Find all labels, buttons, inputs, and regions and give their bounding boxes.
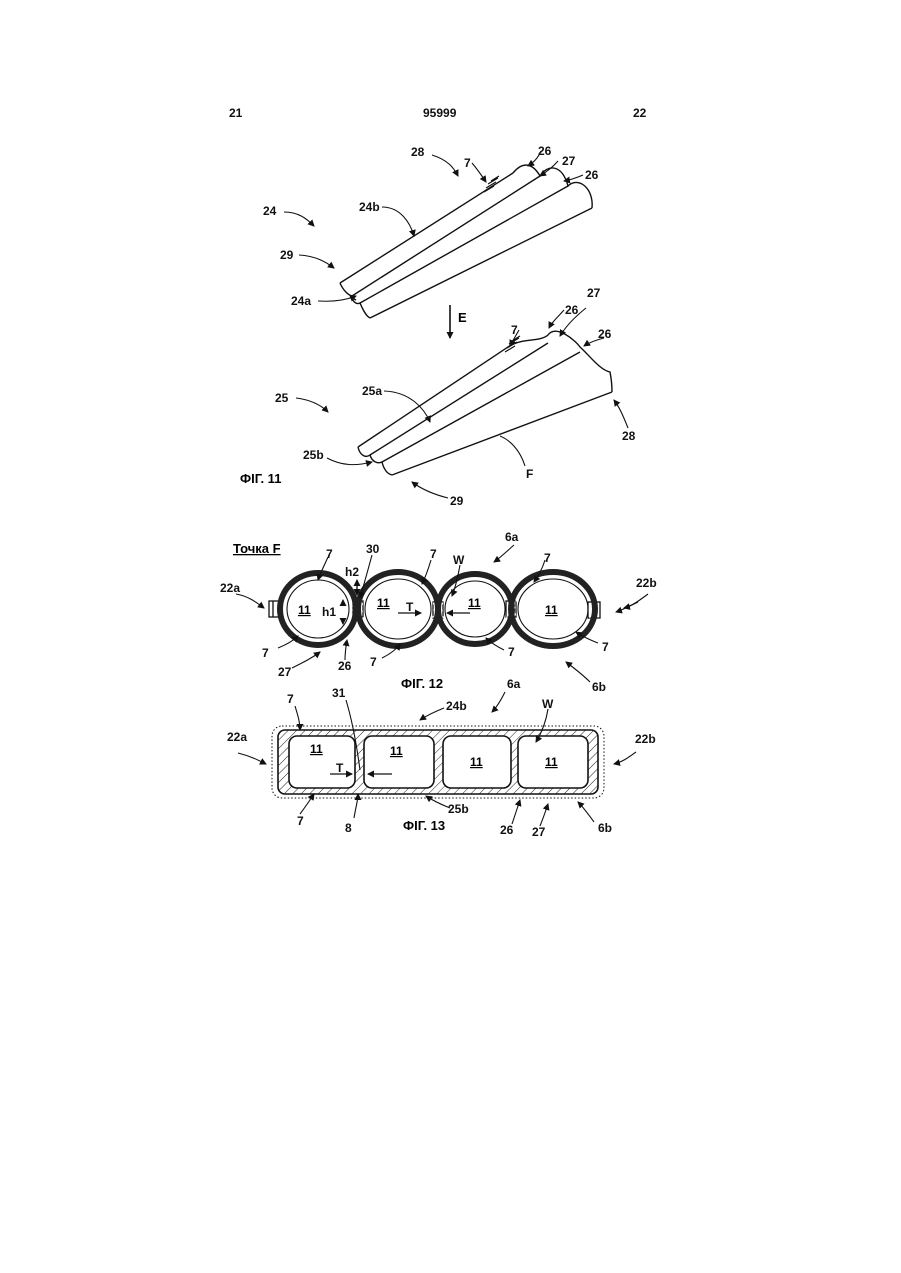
fig12-label-7-a: 7 <box>326 547 333 561</box>
fig12-cell-label-4: 11 <box>545 603 558 617</box>
fig13-label-W: W <box>542 697 554 711</box>
fig11-label-28-bottom: 28 <box>622 429 636 443</box>
fig11-label-29-bottom: 29 <box>450 494 464 508</box>
fig13-label-6b: 6b <box>598 821 612 835</box>
fig12-label-7-f: 7 <box>370 655 377 669</box>
fig12-cell-label-2: 11 <box>377 596 390 610</box>
fig12-label-26: 26 <box>338 659 352 673</box>
fig13-label-8: 8 <box>345 821 352 835</box>
fig13-label-26: 26 <box>500 823 514 837</box>
fig13-label-7-bottom: 7 <box>297 814 304 828</box>
fig13-label-25b: 25b <box>448 802 469 816</box>
fig11-label-27-top: 27 <box>562 154 576 168</box>
fig12-label-h2: h2 <box>345 565 359 579</box>
fig11-leaders <box>284 151 628 498</box>
fig13-label-24b: 24b <box>446 699 467 713</box>
fig13-label-22a: 22a <box>227 730 247 744</box>
fig12-label-W: W <box>453 553 465 567</box>
fig11-label-26-bottom-b: 26 <box>598 327 612 341</box>
fig11-label-24: 24 <box>263 204 277 218</box>
fig11-label-7-bottom: 7 <box>511 323 518 337</box>
fig13-label-7-top: 7 <box>287 692 294 706</box>
fig12-label-22a: 22a <box>220 581 240 595</box>
fig11-caption: ФIГ. 11 <box>240 471 281 486</box>
fig13-cell-label-2: 11 <box>390 744 403 758</box>
fig12-label-6b: 6b <box>592 680 606 694</box>
fig12-label-30: 30 <box>366 542 380 556</box>
fig12-cell-1 <box>280 573 356 645</box>
fig11-label-28-top: 28 <box>411 145 425 159</box>
figure-13: 11 11 11 11 <box>227 677 656 839</box>
fig11-label-25: 25 <box>275 391 289 405</box>
fig11-label-26-top-a: 26 <box>538 144 552 158</box>
fig13-label-31: 31 <box>332 686 346 700</box>
fig11-bottom-sheet <box>358 331 612 475</box>
fig11-label-25b: 25b <box>303 448 324 462</box>
fig11-arrow-label: E <box>458 310 467 325</box>
fig13-cell-label-1: 11 <box>310 742 323 756</box>
fig12-label-7-d: 7 <box>602 640 609 654</box>
fig12-label-6a: 6a <box>505 530 519 544</box>
figure-12: Точка F <box>220 530 657 694</box>
fig13-caption: ФIГ. 13 <box>403 818 445 833</box>
fig12-label-22b: 22b <box>636 576 657 590</box>
fig11-label-24a: 24a <box>291 294 311 308</box>
fig13-label-6a: 6a <box>507 677 521 691</box>
fig11-label-F: F <box>526 467 533 481</box>
fig13-label-27: 27 <box>532 825 546 839</box>
fig11-label-26-bottom-a: 26 <box>565 303 579 317</box>
fig12-view-label: Точка F <box>233 541 281 556</box>
fig12-label-T: T <box>406 600 414 614</box>
fig11-label-27-bottom: 27 <box>587 286 601 300</box>
fig13-label-T: T <box>336 761 344 775</box>
fig12-cell-2 <box>358 572 438 646</box>
fig12-cell-label-1: 11 <box>298 603 311 617</box>
fig12-caption: ФIГ. 12 <box>401 676 443 691</box>
fig11-label-7-top: 7 <box>464 156 471 170</box>
fig12-label-7-g: 7 <box>508 645 515 659</box>
fig12-label-7-b: 7 <box>430 547 437 561</box>
fig11-label-29-top: 29 <box>280 248 294 262</box>
fig13-label-22b: 22b <box>635 732 656 746</box>
fig12-label-27: 27 <box>278 665 292 679</box>
figure-11: E <box>240 144 636 508</box>
fig11-label-26-top-b: 26 <box>585 168 599 182</box>
fig12-label-7-c: 7 <box>544 551 551 565</box>
fig11-label-24b: 24b <box>359 200 380 214</box>
fig12-label-7-e: 7 <box>262 646 269 660</box>
fig13-cell-label-3: 11 <box>470 755 483 769</box>
fig11-label-25a: 25a <box>362 384 382 398</box>
fig13-cell-label-4: 11 <box>545 755 558 769</box>
fig12-cell-label-3: 11 <box>468 596 481 610</box>
fig11-top-sheet <box>340 165 592 318</box>
fig12-label-h1: h1 <box>322 605 336 619</box>
